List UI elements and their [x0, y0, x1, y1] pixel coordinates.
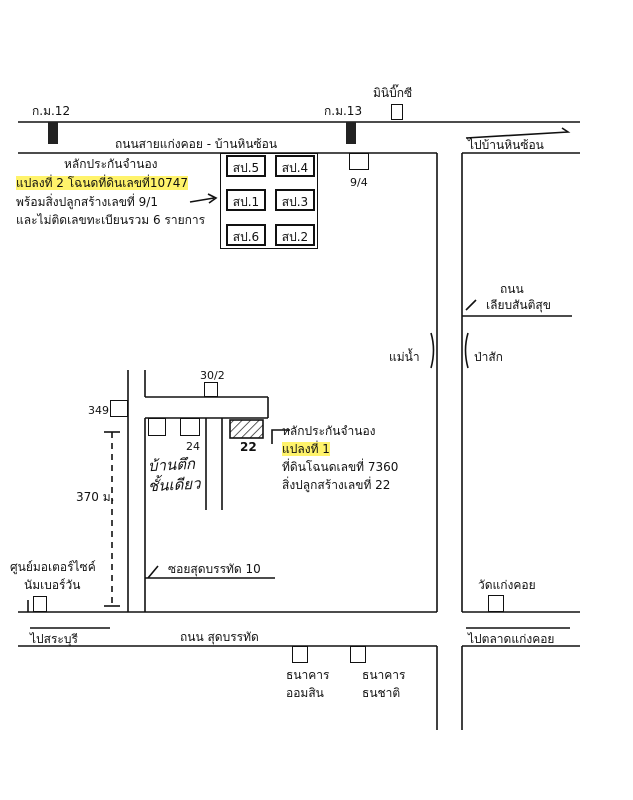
- single-storey-house-building: [148, 418, 166, 436]
- minibig-c-building: [391, 104, 403, 120]
- bank-thanachart-label-2: ธนชาติ: [362, 686, 401, 700]
- river-label: แม่น้ำ: [389, 350, 420, 364]
- bank-omsin-label-1: ธนาคาร: [286, 668, 330, 682]
- bank-omsin-label-2: ออมสิน: [286, 686, 324, 700]
- plot2-arrow-line: [189, 197, 215, 203]
- handwritten-line2: ชั้นเดียว: [147, 474, 201, 496]
- to-saraburi-label: ไปสระบุรี: [30, 632, 78, 646]
- wat-kaeng-khoi-building: [488, 595, 504, 612]
- river-mark-right: [464, 332, 469, 369]
- arrow-to-ban-hin-son: [465, 127, 571, 139]
- plot-22-hatched: [229, 419, 264, 439]
- distance-label: 370 ม.: [76, 490, 115, 504]
- bank-thanachart-building: [350, 646, 366, 663]
- house-24-label: 24: [186, 440, 200, 453]
- plot1-pointer: [271, 429, 290, 444]
- plot1-number: แปลงที่ 1: [282, 442, 330, 456]
- pasak-label: ป่าสัก: [474, 350, 503, 364]
- wat-kaeng-khoi-label: วัดแก่งคอย: [478, 578, 536, 592]
- building-sp3: สป.3: [275, 189, 315, 211]
- house-30-2-building: [204, 382, 218, 397]
- handwritten-line1: บ้านตึก: [147, 454, 196, 476]
- to-talat-kaeng-khoi-label: ไปตลาดแก่งคอย: [468, 632, 555, 646]
- house-349-building: [110, 400, 128, 417]
- house-24-building: [180, 418, 200, 436]
- building-sp2: สป.2: [275, 224, 315, 246]
- house-9-4-label: 9/4: [350, 176, 368, 189]
- plot2-title: หลักประกันจำนอง: [64, 157, 158, 171]
- house-30-2-label: 30/2: [200, 369, 225, 382]
- plot1-line2-wrap: แปลงที่ 1: [282, 442, 330, 456]
- plot2-line2-wrap: แปลงที่ 2 โฉนดที่ดินเลขที่10747: [16, 176, 189, 190]
- soi-tick: [147, 565, 159, 579]
- house-349-label: 349: [88, 404, 109, 417]
- minibig-c-label: มินิบิ๊กซี: [373, 86, 413, 100]
- bypass-road-tick: [465, 299, 477, 311]
- bank-thanachart-label-1: ธนาคาร: [362, 668, 406, 682]
- building-sp1: สป.1: [226, 189, 266, 211]
- building-sp5: สป.5: [226, 155, 266, 177]
- plot2-building: พร้อมสิ่งปลูกสร้างเลขที่ 9/1: [16, 195, 158, 209]
- soi-label: ซอยสุดบรรทัด 10: [168, 562, 261, 576]
- bottom-road-label: ถนน สุดบรรทัด: [180, 630, 259, 644]
- bank-omsin-building: [292, 646, 308, 663]
- plot1-building: สิ่งปลูกสร้างเลขที่ 22: [282, 478, 391, 492]
- river-mark-left: [430, 332, 435, 369]
- plot1-title: หลักประกันจำนอง: [282, 424, 376, 438]
- bypass-label-1: ถนน: [500, 282, 524, 296]
- plot1-line3-wrap: ที่ดินโฉนดเลขที่ 7360: [282, 460, 398, 474]
- km12-post: [48, 122, 58, 144]
- motorcycle-shop-building: [33, 596, 47, 612]
- km13-label: ก.ม.13: [324, 104, 363, 118]
- house-9-4-building: [349, 153, 369, 170]
- plot2-arrow-head: [207, 193, 218, 204]
- building-sp6: สป.6: [226, 224, 266, 246]
- km12-label: ก.ม.12: [32, 104, 71, 118]
- motorcycle-shop-label-1: ศูนย์มอเตอร์ไซค์: [10, 560, 96, 574]
- top-road-label: ถนนสายแก่งคอย - บ้านหินซ้อน: [115, 137, 278, 151]
- plot1-deed: ที่ดินโฉนดเลขที่ 7360: [282, 460, 399, 474]
- plot2-deed: แปลงที่ 2 โฉนดที่ดินเลขที่10747: [16, 176, 189, 190]
- km13-post: [346, 122, 356, 144]
- house-22-label: 22: [240, 440, 257, 454]
- plot2-note: และไม่ติดเลขทะเบียนรวม 6 รายการ: [16, 213, 206, 227]
- bypass-label-2: เลียบสันติสุข: [486, 298, 551, 312]
- motorcycle-shop-label-2: นัมเบอร์วัน: [24, 578, 81, 592]
- building-sp4: สป.4: [275, 155, 315, 177]
- to-ban-hin-son-label: ไปบ้านหินซ้อน: [468, 138, 544, 152]
